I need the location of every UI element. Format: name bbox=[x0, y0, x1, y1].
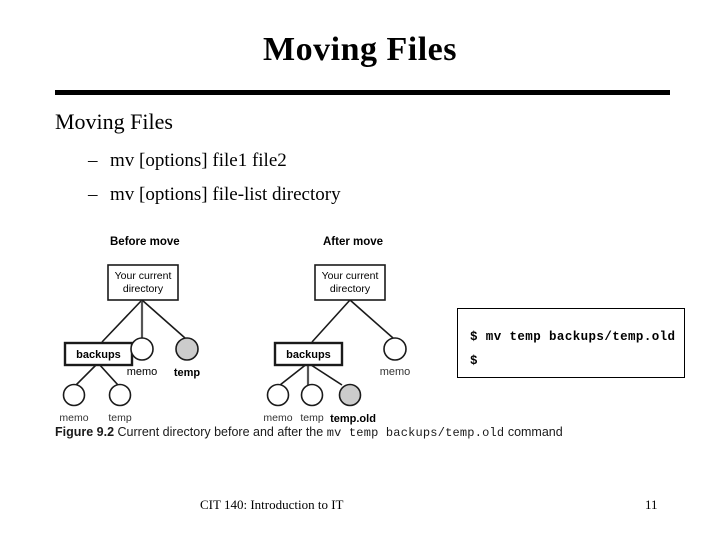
node-circle-temp-before bbox=[175, 337, 199, 361]
terminal-window: $ mv temp backups/temp.old $ bbox=[457, 308, 685, 378]
node-root-box-before bbox=[107, 264, 179, 301]
footer-course-label: CIT 140: Introduction to IT bbox=[200, 497, 344, 512]
footer-page-number: 11 bbox=[645, 497, 658, 512]
node-label-sub-memo-after: memo bbox=[263, 412, 292, 424]
bullet-text-2: mv [options] file-list directory bbox=[110, 184, 341, 205]
node-root-label-line1: Your current bbox=[115, 270, 172, 282]
node-circle-sub-tempold-after bbox=[338, 383, 362, 407]
panel-after-move: After move Your current directory backup… bbox=[263, 236, 410, 425]
node-circle-sub-temp-after bbox=[300, 383, 324, 407]
bullet-item-2: –mv [options] file-list directory bbox=[88, 182, 341, 208]
node-root-label-line2: directory bbox=[123, 283, 164, 295]
edge-root-memo-after bbox=[349, 299, 394, 339]
node-root-label-line1-after: Your current bbox=[322, 270, 379, 282]
panel-heading-after: After move bbox=[323, 236, 383, 248]
node-label-sub-temp-after: temp bbox=[300, 412, 324, 424]
node-label-sub-memo-before: memo bbox=[59, 412, 88, 424]
figure-caption-command: mv temp backups/temp.old bbox=[326, 426, 505, 440]
figure-diagram: Before move Your current directory backu… bbox=[50, 230, 690, 445]
bullet-text-1: mv [options] file1 file2 bbox=[110, 150, 287, 171]
bullet-dash-icon: – bbox=[88, 184, 98, 205]
figure-caption-label: Figure 9.2 bbox=[55, 425, 115, 439]
edge-backups-temp bbox=[97, 362, 119, 386]
node-backups-box-after bbox=[273, 341, 344, 367]
body-heading: Moving Files bbox=[55, 109, 173, 134]
figure-caption-after: command bbox=[507, 425, 563, 439]
edge-root-backups-after bbox=[311, 299, 351, 343]
node-root-box-after bbox=[314, 264, 386, 301]
node-label-memo-after: memo bbox=[380, 366, 411, 378]
edge-root-temp bbox=[141, 299, 186, 339]
panel-before-move: Before move Your current directory backu… bbox=[59, 236, 200, 424]
page-title: Moving Files bbox=[263, 31, 457, 68]
node-label-sub-temp-before: temp bbox=[108, 412, 132, 424]
panel-heading-before: Before move bbox=[110, 236, 180, 248]
terminal-command-line: $ mv temp backups/temp.old bbox=[470, 330, 676, 344]
edge-backups-memo bbox=[75, 362, 99, 386]
node-label-sub-tempold-after: temp.old bbox=[330, 413, 376, 425]
edge-backups-tempold-after bbox=[307, 362, 343, 386]
node-circle-memo-before bbox=[130, 337, 154, 361]
figure-caption: Figure 9.2 Current directory before and … bbox=[55, 424, 563, 441]
bullet-dash-icon: – bbox=[88, 150, 98, 171]
node-backups-label-before: backups bbox=[76, 349, 121, 361]
bullet-item-1: –mv [options] file1 file2 bbox=[88, 148, 287, 174]
directory-tree-svg: Before move Your current directory backu… bbox=[59, 236, 410, 425]
figure-caption-before: Current directory before and after the bbox=[117, 425, 324, 439]
node-backups-label-after: backups bbox=[286, 349, 331, 361]
terminal-prompt-line: $ bbox=[470, 354, 478, 368]
node-circle-sub-memo-before bbox=[62, 383, 86, 407]
title-divider bbox=[55, 90, 670, 95]
node-label-memo-before: memo bbox=[127, 366, 158, 378]
node-circle-sub-temp-before bbox=[108, 383, 132, 407]
node-circle-memo-after bbox=[383, 337, 407, 361]
edge-root-backups bbox=[101, 299, 143, 343]
node-circle-sub-memo-after bbox=[266, 383, 290, 407]
edge-backups-memo-after bbox=[279, 362, 309, 386]
node-label-temp-before: temp bbox=[174, 367, 201, 379]
node-root-label-line2-after: directory bbox=[330, 283, 371, 295]
